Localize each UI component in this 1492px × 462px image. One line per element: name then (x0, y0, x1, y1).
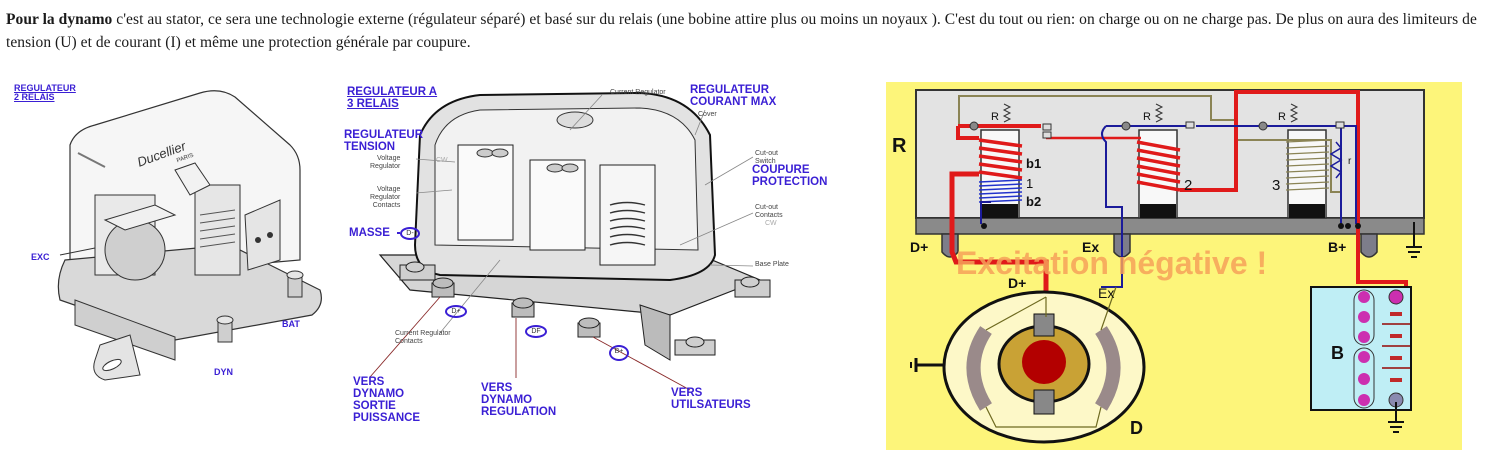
label-r-top-3: R (1278, 111, 1286, 123)
terminal-df-marker: DF (525, 325, 547, 338)
wire-blue-right (1196, 125, 1357, 224)
callout-voltage-regulator-contacts: Voltage Regulator Contacts (370, 186, 401, 209)
coil-1-red (978, 138, 1023, 180)
callout-current-regulator-contacts: Current Regulator Contacts (395, 330, 451, 345)
callout-voltage-regulator: Voltage Regulator (370, 155, 401, 170)
label-d-plus-reg: D+ (910, 239, 928, 255)
label-r-top-1: R (991, 111, 999, 123)
logo-emblem (556, 111, 594, 129)
callout-cutout-contacts: Cut-out Contacts (755, 204, 783, 219)
wire-red-dplus (949, 171, 1049, 297)
callout-current-regulator: Current Regulator (610, 89, 666, 96)
label-ex-dyn: Ex (1098, 285, 1114, 301)
regulator-3-relay-drawing (369, 91, 771, 391)
terminal-b-plus-marker: B+ (609, 345, 629, 361)
terminal-d-minus-marker: D- (400, 227, 420, 240)
label-regulateur-courant-max: REGULATEUR COURANT MAX (690, 84, 777, 109)
terminal-bat (286, 270, 304, 298)
paragraph-text: c'est au stator, ce sera une technologie… (6, 11, 1477, 51)
label-ex-reg: Ex (1082, 239, 1099, 255)
label-b1: b1 (1026, 156, 1041, 171)
wire-blue-ex (1101, 125, 1186, 288)
label-masse: MASSE (349, 227, 390, 239)
terminal-d-plus-marker: D+ (445, 305, 467, 318)
label-d-plus-dyn: D+ (1008, 275, 1026, 291)
label-r-top-2: R (1143, 111, 1151, 123)
relay-2-frame (194, 184, 241, 276)
label-coupure-protection: COUPURE PROTECTION (752, 164, 828, 189)
label-bat: BAT (282, 319, 300, 329)
label-D: D (1130, 418, 1143, 438)
relay-1-coil (104, 219, 166, 281)
dynamo (910, 286, 1146, 444)
figure-excitation-circuit: Excitation négative ! (886, 82, 1462, 450)
voltage-relay (457, 144, 514, 241)
wire-red-bplus (1180, 90, 1408, 297)
label-vers-dynamo-sortie: VERS DYNAMO SORTIE PUISSANCE (353, 376, 421, 425)
callout-cw: CW (436, 157, 448, 164)
figure-regulateur-3-relais: REGULATEUR A 3 RELAIS REGULATEUR TENSION… (340, 75, 850, 445)
callout-cutout-switch: Cut-out Switch (755, 150, 778, 165)
label-vers-dynamo-regulation: VERS DYNAMO REGULATION (481, 382, 557, 419)
figure-regulateur-2-relais: Ducellier PARIS REGULATEUR 2 RELAIS EXC … (0, 75, 340, 395)
label-B: B (1331, 343, 1344, 363)
figure2-title: REGULATEUR A 3 RELAIS (347, 86, 438, 111)
intro-paragraph: Pour la dynamo c'est au stator, ce sera … (6, 8, 1486, 54)
paragraph-bold-lead: Pour la dynamo (6, 11, 113, 28)
callout-base-plate: Base Plate (755, 261, 789, 268)
label-exc: EXC (31, 252, 50, 262)
terminal-posts (431, 277, 601, 338)
resistor-r-small (1329, 141, 1343, 179)
terminal-dyn (216, 315, 234, 343)
figure1-title: REGULATEUR 2 RELAIS (14, 83, 76, 103)
callout-cover: Cover (698, 111, 717, 118)
label-vers-utilisateurs: VERS UTILSATEURS (671, 387, 751, 412)
pin-b-plus (1360, 233, 1378, 258)
ground-regulator (1406, 222, 1422, 258)
label-small-r: r (1348, 156, 1352, 167)
label-2: 2 (1184, 177, 1192, 194)
label-R: R (892, 135, 907, 157)
label-dyn: DYN (214, 367, 234, 377)
terminal-plate (244, 199, 281, 271)
label-b2: b2 (1026, 194, 1041, 209)
regulator-2-relay-drawing: Ducellier PARIS (57, 90, 322, 381)
brand-sub: PARIS (176, 153, 195, 165)
battery (1310, 286, 1412, 433)
label-b-plus-reg: B+ (1328, 239, 1346, 255)
wire-blue-b2 (980, 201, 991, 224)
current-relay (529, 159, 586, 251)
label-3: 3 (1272, 177, 1280, 194)
coil-2-red (1136, 140, 1181, 192)
watermark-text: Excitation négative ! (956, 245, 1267, 281)
excitation-circuit-diagram: Excitation négative ! (886, 82, 1462, 450)
label-regulateur-tension: REGULATEUR TENSION (344, 129, 424, 154)
label-1: 1 (1026, 176, 1033, 191)
callout-cw-2: CW (765, 220, 777, 227)
ground-battery (1388, 402, 1404, 433)
cutout-relay (599, 164, 656, 266)
